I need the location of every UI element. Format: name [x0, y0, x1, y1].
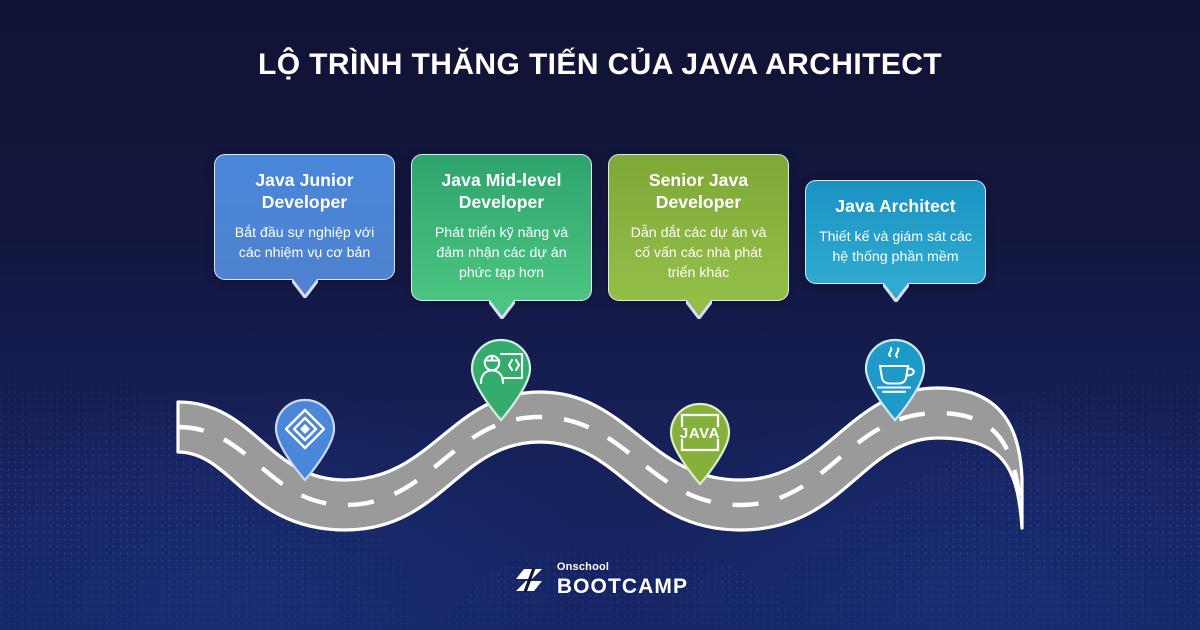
brand-logo-subtitle: Onschool [556, 561, 610, 573]
road-center-dashes [177, 410, 1023, 508]
brand-logo-title: BOOTCAMP [556, 575, 689, 598]
stage-card-description: Phát triển kỹ năng và đảm nhận các dự án… [434, 225, 569, 282]
milestone-pin-senior-java-developer[interactable]: JAVA [667, 402, 733, 491]
java-badge-icon: JAVA [669, 402, 731, 486]
stage-card-description: Thiết kế và giám sát các hệ thống phần m… [819, 229, 972, 266]
java-badge-label: JAVA [680, 425, 720, 442]
stage-card-java-mid-level-developer[interactable]: Java Mid-level Developer Phát triển kỹ n… [411, 154, 592, 319]
developer-code-icon [470, 338, 532, 422]
card-tail [488, 298, 515, 315]
stage-card-senior-java-developer[interactable]: Senior Java Developer Dẫn dắt các dự án … [608, 154, 789, 319]
diamond-layers-icon [274, 398, 336, 482]
milestone-pin-java-architect[interactable] [862, 338, 928, 427]
milestone-pin-java-junior-developer[interactable] [272, 398, 338, 487]
stage-card-java-architect[interactable]: Java Architect Thiết kế và giám sát các … [805, 180, 986, 303]
card-tail-outline [882, 284, 909, 303]
stage-card-title: Java Architect [835, 196, 956, 216]
stage-card-description: Dẫn dắt các dự án và cố vấn các nhà phát… [630, 225, 767, 282]
roadmap-road [176, 386, 1024, 532]
brand-logo-text: Onschool BOOTCAMP [556, 561, 689, 598]
stage-card-description: Bắt đầu sự nghiệp với các nhiệm vụ cơ bả… [234, 225, 375, 262]
road-surface [176, 386, 1024, 532]
stage-card-title: Senior Java Developer [648, 170, 749, 213]
background-particle-mesh [0, 300, 1200, 630]
stage-card-java-junior-developer[interactable]: Java Junior Developer Bắt đầu sự nghiệp … [214, 154, 395, 299]
lightning-bolt-icon [515, 566, 542, 593]
card-tail-outline [685, 300, 712, 319]
milestone-pin-java-mid-level-developer[interactable] [468, 338, 534, 427]
stage-card-title: Java Junior Developer [255, 170, 354, 213]
page-title: LỘ TRÌNH THĂNG TIẾN CỦA JAVA ARCHITECT [257, 48, 943, 81]
card-tail [685, 298, 712, 315]
card-tail-outline [488, 300, 515, 319]
java-coffee-cup-icon [864, 338, 926, 422]
card-tail [882, 282, 909, 299]
card-tail [291, 278, 318, 295]
stage-card-title: Java Mid-level Developer [441, 170, 562, 213]
card-tail-outline [291, 280, 318, 299]
brand-logo: Onschool BOOTCAMP [0, 562, 1200, 597]
